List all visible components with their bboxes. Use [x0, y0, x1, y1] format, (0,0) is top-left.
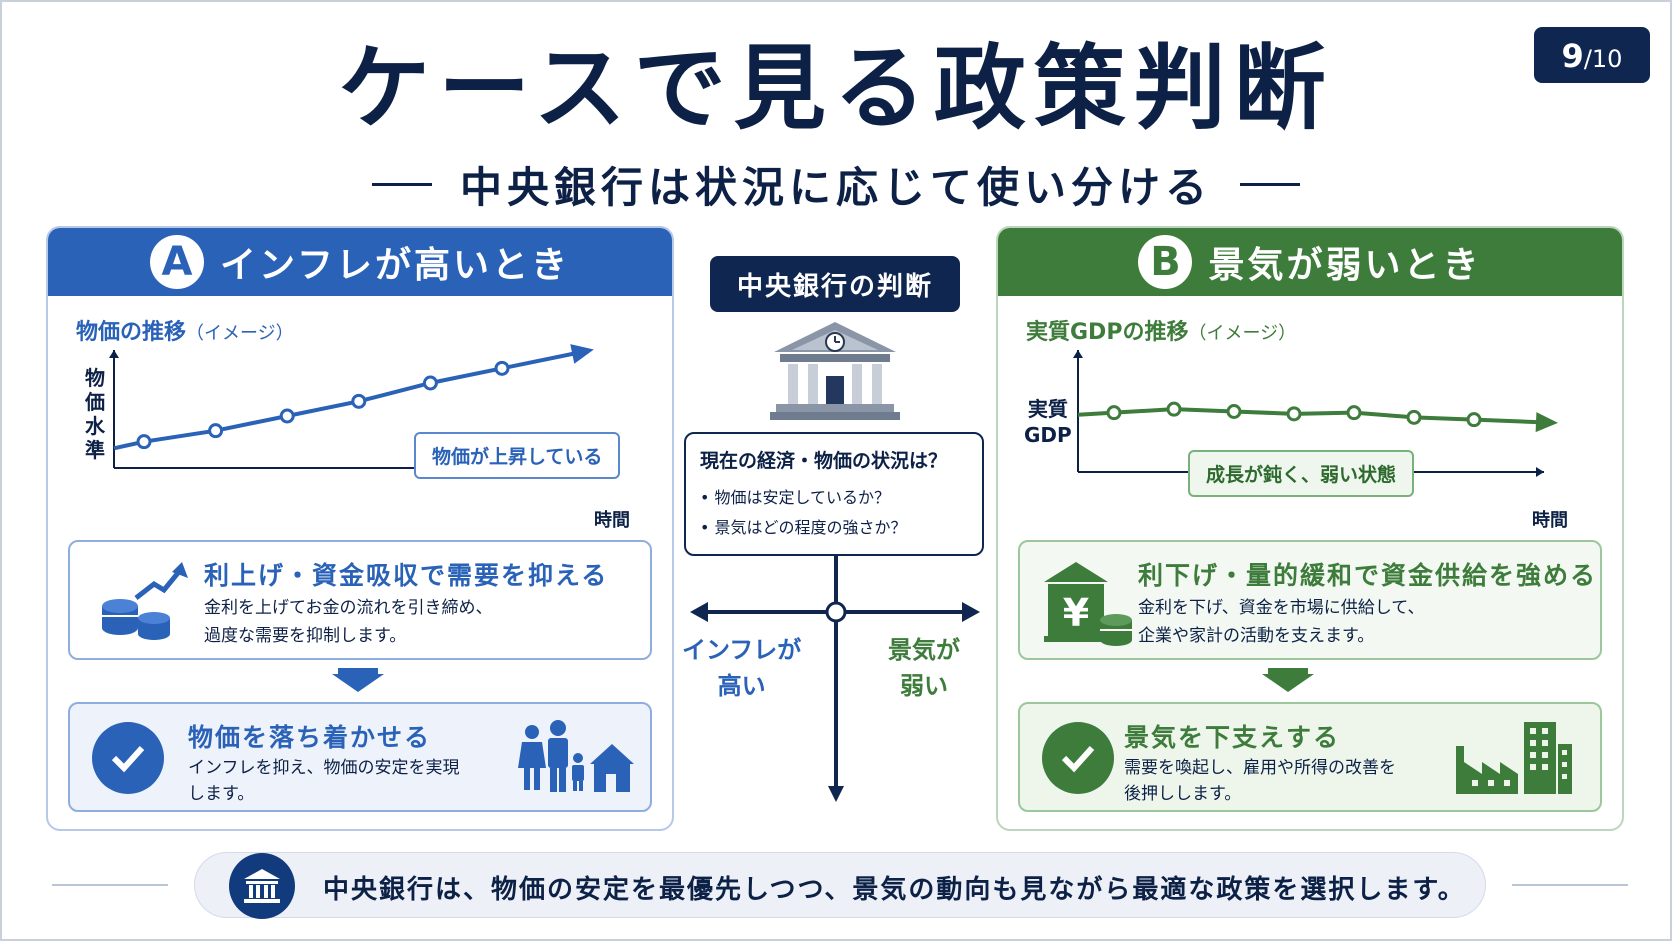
panel-a-flow-bar [338, 668, 378, 674]
chart-b-point-2 [1226, 404, 1242, 419]
panel-b-result-title: 景気を下支えする [1124, 723, 1341, 752]
chart-a-series-line [113, 349, 587, 451]
footer-text: 中央銀行は、物価の安定を最優先しつつ、景気の動向も見ながら最適な政策を選択します… [323, 875, 1466, 905]
panel-a-action-line2: 過度な需要を抑制します。 [204, 626, 407, 646]
chart-b-ylabel-line2: GDP [1024, 423, 1072, 447]
page-title: ケースで見る政策判断 [338, 35, 1334, 142]
page-indicator: 9 /10 [1534, 27, 1650, 83]
yen-bank-coins-icon: ¥ [1044, 562, 1132, 646]
chart-a-point-4 [422, 375, 438, 391]
chart-b-series-arrow [1535, 412, 1558, 433]
chart-a-ylabel: 物価水準 [85, 366, 105, 462]
panel-a-flow-arrow [332, 674, 384, 692]
chart-b-point-3 [1286, 406, 1302, 422]
panel-b-action-title: 利下げ・量的緩和で資金供給を強める [1138, 561, 1598, 590]
panel-b-result-line1: 需要を喚起し、雇用や所得の改善を [1124, 758, 1396, 778]
panel-b-result-card: 景気を下支えする 需要を喚起し、雇用や所得の改善を 後押しします。 [1018, 702, 1602, 812]
panel-a-action-card: 利上げ・資金吸収で需要を抑える 金利を上げてお金の流れを引き締め、 過度な需要を… [68, 540, 652, 660]
panel-b-action-line1: 金利を下げ、資金を市場に供給して、 [1138, 598, 1425, 618]
panel-weak-economy: B 景気が弱いとき 実質GDPの推移（イメージ） 実質 GDP 時間 成長が鈍く… [996, 226, 1624, 831]
axis-label-inflation: インフレが 高い [682, 632, 801, 704]
family-house-icon [518, 720, 634, 792]
panel-a-action-line1: 金利を上げてお金の流れを引き締め、 [204, 598, 493, 618]
axis-label-weak-line2: 弱い [900, 672, 948, 700]
chart-a-title-text: 物価の推移 [76, 320, 187, 345]
chart-b-ylabel-line1: 実質 [1027, 397, 1068, 421]
panel-a-result-title: 物価を落ち着かせる [188, 723, 432, 752]
page-current: 9 [1561, 37, 1584, 75]
panel-b-action-card: ¥ 利下げ・量的緩和で資金供給を強める 金利を下げ、資金を市場に供給して、 企業… [1018, 540, 1602, 660]
chart-b-point-5 [1406, 409, 1422, 425]
chart-b-title-text: 実質GDPの推移 [1026, 320, 1189, 345]
panel-b-flow-arrow [1262, 674, 1314, 692]
panel-b-action-line2: 企業や家計の活動を支えます。 [1138, 626, 1375, 646]
subtitle-row: 中央銀行は状況に応じて使い分ける [0, 154, 1672, 215]
page-subtitle: 中央銀行は状況に応じて使い分ける [459, 163, 1212, 212]
panel-inflation: A インフレが高いとき 物価の推移（イメージ） 物価水準 時間 物価が上昇してい… [46, 226, 674, 831]
central-bank-judgment-label: 中央銀行の判断 [710, 256, 960, 312]
chart-b-x-axis-arrow [1536, 467, 1544, 477]
chart-b-point-6 [1466, 412, 1482, 428]
chart-b-point-0 [1106, 405, 1122, 421]
chart-a-y-axis-arrow [109, 350, 119, 358]
check-icon [1042, 722, 1114, 794]
chart-b-xlabel: 時間 [1532, 510, 1568, 531]
panel-a-letter: A [150, 235, 205, 289]
footer-line-right [1512, 884, 1628, 886]
panel-b-result-line2: 後押しします。 [1124, 784, 1242, 804]
panel-a-result-card: 物価を落ち着かせる インフレを抑え、物価の安定を実現 します。 [68, 702, 652, 812]
subtitle-dash-left [371, 183, 432, 186]
page-total: /10 [1583, 45, 1623, 73]
chart-a-note: 物価が上昇している [414, 432, 621, 479]
factory-buildings-icon [1456, 722, 1572, 794]
axis-label-inflation-line1: インフレが [682, 636, 802, 664]
chart-b-point-1 [1166, 401, 1182, 417]
chart-a-title-note: （イメージ） [186, 323, 294, 344]
check-icon [92, 722, 164, 794]
chart-a-xlabel: 時間 [594, 510, 630, 531]
chart-b-point-4 [1346, 405, 1362, 421]
chart-b-note: 成長が鈍く、弱い状態 [1188, 450, 1415, 497]
axis-label-weak-economy: 景気が 弱い [888, 632, 960, 704]
coins-rising-icon [102, 562, 188, 640]
svg-text:¥: ¥ [1063, 591, 1089, 635]
chart-b-y-axis-arrow [1073, 350, 1083, 358]
question-item-economy: • 景気はどの程度の強さか？ [700, 518, 907, 537]
panel-a-title: インフレが高いとき [220, 245, 570, 286]
decision-axis [690, 556, 980, 802]
panel-b-flow-bar [1268, 668, 1308, 674]
panel-a-action-title: 利上げ・資金吸収で需要を抑える [204, 561, 609, 590]
subtitle-dash-right [1240, 183, 1300, 186]
panel-b-header: B 景気が弱いとき [998, 228, 1622, 296]
chart-b-title: 実質GDPの推移（イメージ） [1026, 314, 1296, 346]
panel-a-result-line2: します。 [188, 784, 255, 804]
chart-a-point-1 [208, 423, 224, 439]
panel-b-title: 景気が弱いとき [1208, 245, 1482, 286]
price-chart [109, 344, 606, 473]
axis-label-weak-line1: 景気が [888, 636, 960, 664]
footer-summary: 中央銀行は、物価の安定を最優先しつつ、景気の動向も見ながら最適な政策を選択します… [194, 852, 1486, 919]
situation-question-box: 現在の経済・物価の状況は？ • 物価は安定しているか？ • 景気はどの程度の強さ… [684, 432, 984, 556]
chart-a-point-5 [494, 360, 510, 376]
bank-building-icon [770, 322, 900, 420]
chart-a-title: 物価の推移（イメージ） [76, 314, 294, 346]
chart-a-point-0 [136, 434, 152, 450]
chart-a-point-3 [351, 393, 367, 409]
axis-label-inflation-line2: 高い [717, 672, 766, 700]
footer-line-left [52, 884, 168, 886]
chart-b-title-note: （イメージ） [1188, 323, 1297, 344]
question-title: 現在の経済・物価の状況は？ [700, 450, 948, 472]
panel-b-letter: B [1138, 235, 1193, 289]
question-item-price: • 物価は安定しているか？ [700, 488, 891, 507]
panel-a-result-line1: インフレを抑え、物価の安定を実現 [188, 758, 460, 778]
panel-a-header: A インフレが高いとき [48, 228, 672, 296]
chart-a-series-arrow [570, 344, 594, 364]
bank-icon [229, 853, 295, 919]
chart-a-point-2 [279, 408, 295, 424]
chart-b-ylabel: 実質 GDP [1024, 396, 1072, 448]
